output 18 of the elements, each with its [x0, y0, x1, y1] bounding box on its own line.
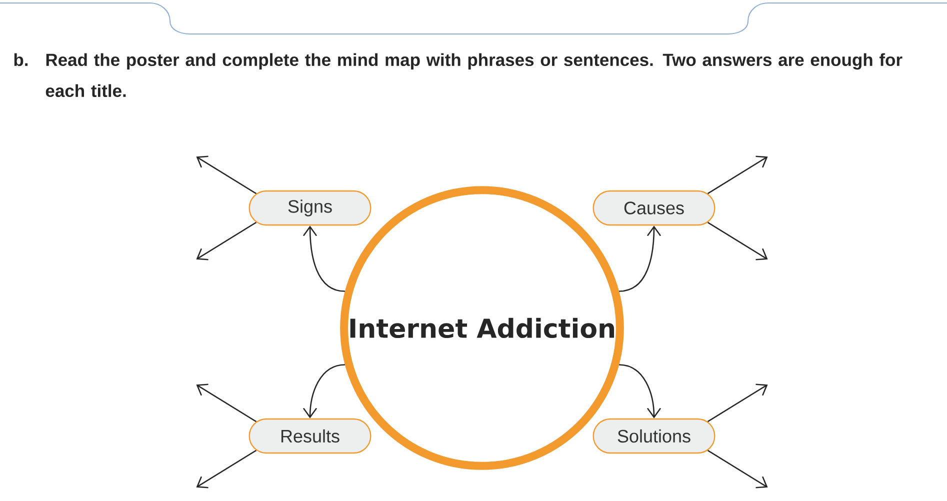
- category-pill: Solutions: [592, 418, 716, 454]
- arrow: [196, 156, 257, 194]
- item-letter: b.: [14, 53, 28, 66]
- category-pill: Causes: [592, 190, 716, 226]
- category-pill: Results: [248, 418, 372, 454]
- arrow: [302, 364, 345, 418]
- arrow: [707, 450, 768, 488]
- instruction-text: Read the poster and complete the mind map with phrases or sentences. Two answers are enough for each title.: [46, 53, 902, 98]
- arrow: [619, 226, 662, 292]
- arrow: [707, 384, 768, 422]
- arrow: [302, 226, 345, 292]
- category-pill: Signs: [248, 190, 372, 226]
- arrow: [196, 450, 257, 488]
- arrow: [196, 222, 257, 260]
- arrow: [619, 364, 662, 418]
- arrow: [707, 156, 768, 194]
- arrow: [707, 222, 768, 260]
- arrow: [196, 384, 257, 422]
